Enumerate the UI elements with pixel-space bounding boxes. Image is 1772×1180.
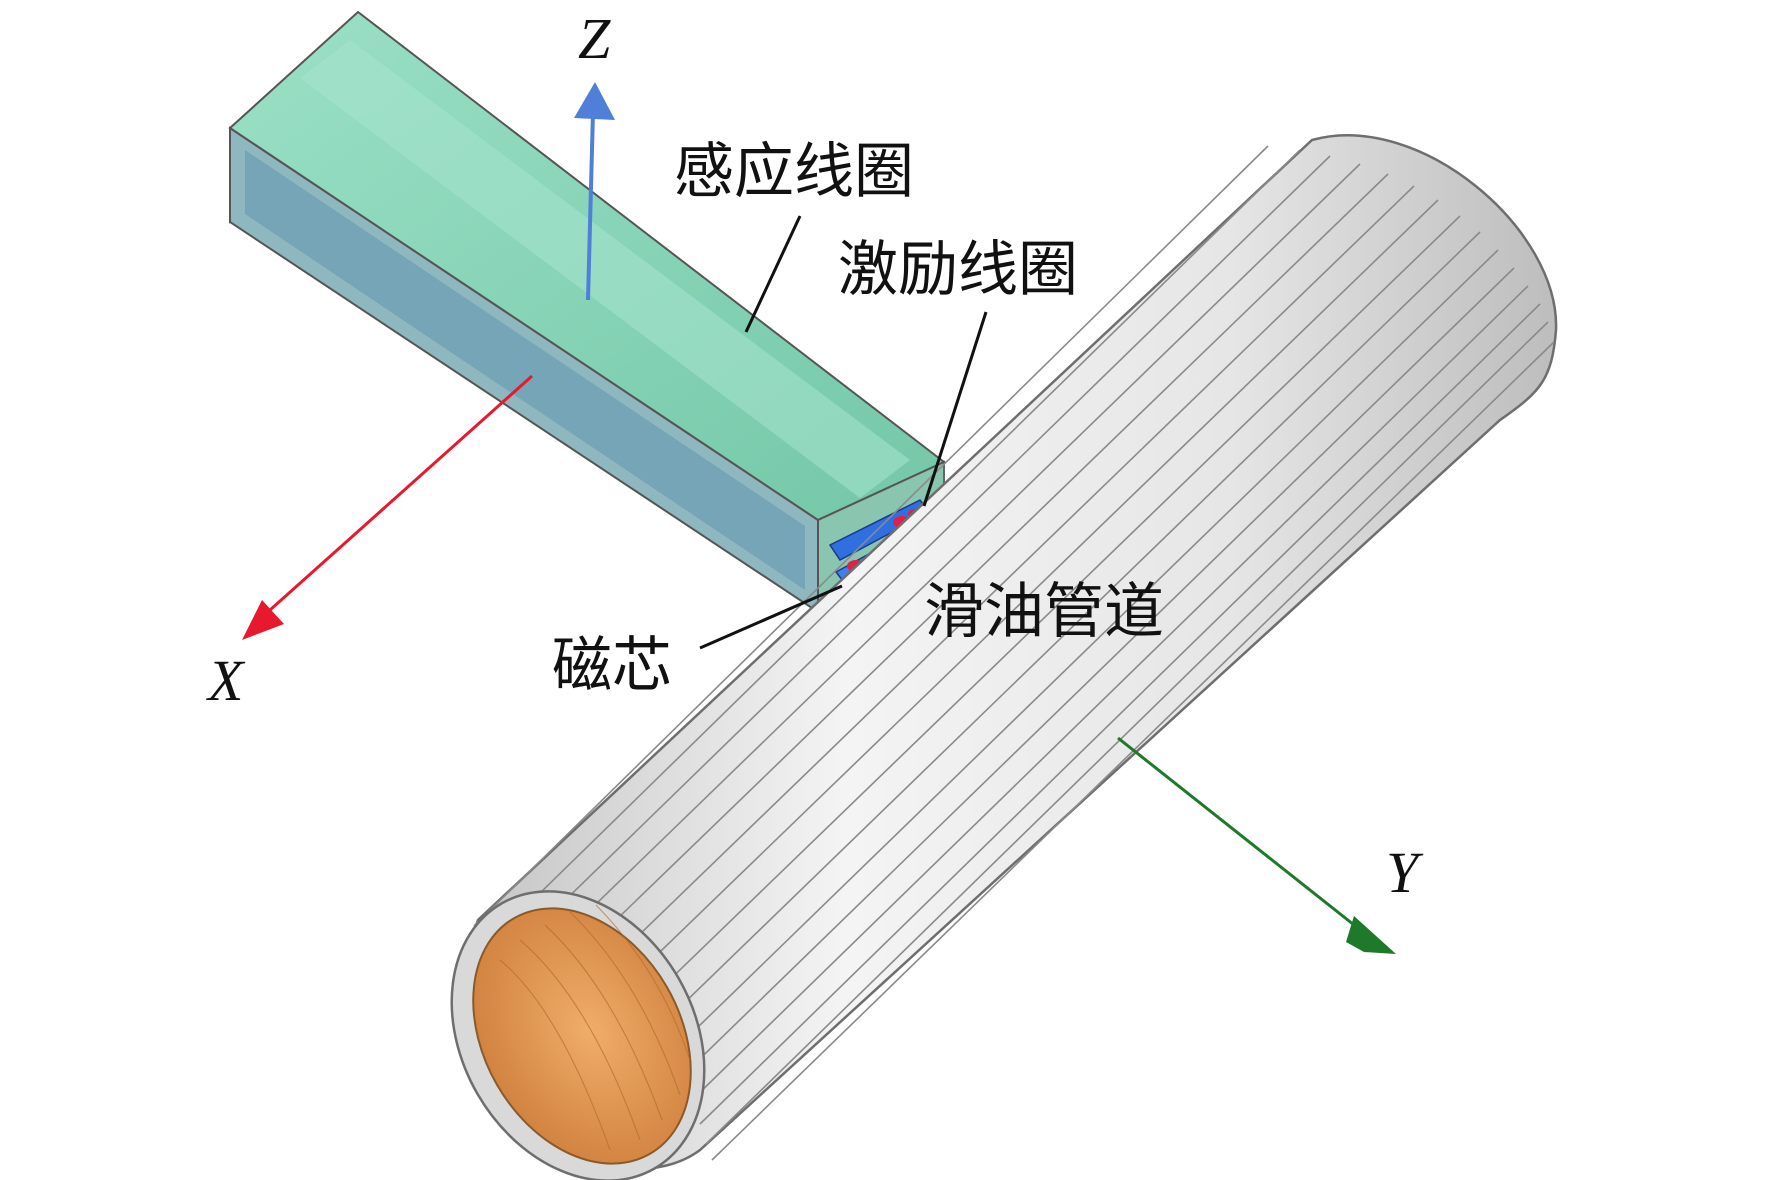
coil-top-highlight xyxy=(300,40,910,498)
y-axis-label: Y xyxy=(1386,840,1424,905)
y-axis xyxy=(1117,736,1396,954)
pipe-stripes xyxy=(473,145,1555,1161)
core-leader xyxy=(699,584,843,650)
y-axis-arrowhead xyxy=(1346,916,1396,954)
coil-inner-channel xyxy=(245,150,805,590)
z-axis xyxy=(574,82,615,301)
x-axis xyxy=(242,374,533,640)
induction-coil-leader xyxy=(744,215,802,333)
z-axis-label: Z xyxy=(578,6,611,71)
bore-stripes xyxy=(499,904,691,1151)
leader-lines xyxy=(699,215,988,650)
magnetic-core-label: 磁芯 xyxy=(552,631,672,701)
oil-pipe xyxy=(450,134,1558,1180)
pipe-bore xyxy=(472,907,692,1165)
x-axis-label: X xyxy=(206,648,246,713)
excitation-coil-label: 激励线圈 xyxy=(838,235,1078,305)
oil-pipe-label: 滑油管道 xyxy=(924,577,1164,647)
z-axis-arrowhead xyxy=(574,82,615,120)
x-axis-arrowhead xyxy=(242,600,284,640)
induction-coil-label: 感应线圈 xyxy=(674,137,914,207)
excitation-coil-leader xyxy=(922,311,988,507)
